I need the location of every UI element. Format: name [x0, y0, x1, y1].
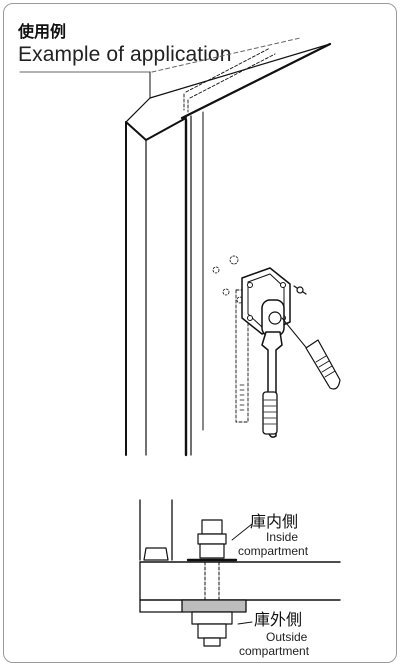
outside-label-en-2: compartment	[239, 644, 310, 658]
outside-label-jp: 庫外側	[254, 610, 302, 629]
title-japanese: 使用例	[18, 22, 67, 41]
inside-label-en-1: Inside	[266, 530, 298, 544]
title-english: Example of application	[18, 43, 232, 66]
inside-label-en-2: compartment	[238, 544, 309, 558]
outside-label-en-1: Outside	[266, 630, 308, 644]
cross-section-drawing	[139, 499, 341, 647]
handle-assembly	[212, 255, 341, 438]
inside-label-jp: 庫内側	[250, 512, 298, 531]
cabinet-corner	[19, 37, 332, 457]
